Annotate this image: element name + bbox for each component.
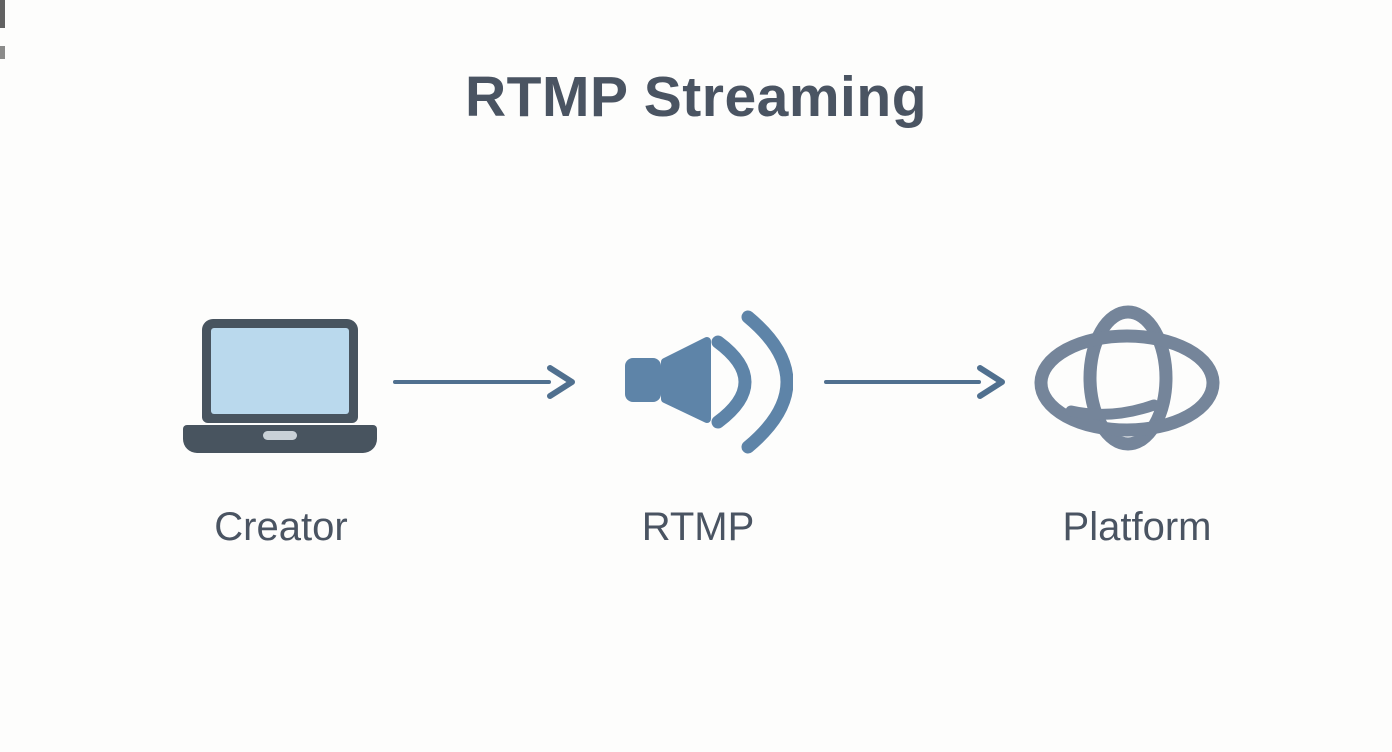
laptop-notch — [263, 431, 297, 440]
arrow-creator-to-rtmp-icon — [393, 365, 575, 399]
page-title: RTMP Streaming — [464, 65, 928, 129]
laptop-screen-display — [211, 328, 349, 414]
laptop-base — [183, 425, 377, 453]
node-label-platform: Platform — [1062, 505, 1212, 549]
laptop-screen — [202, 319, 358, 423]
speaker-waves-icon — [625, 310, 793, 454]
node-label-rtmp: RTMP — [641, 505, 755, 549]
edge-artifact — [0, 46, 5, 59]
edge-artifact — [0, 0, 5, 28]
arrow-rtmp-to-platform-icon — [824, 365, 1005, 399]
laptop-icon — [183, 319, 377, 453]
globe-orbit-icon — [1034, 305, 1220, 451]
node-label-creator: Creator — [214, 505, 348, 549]
